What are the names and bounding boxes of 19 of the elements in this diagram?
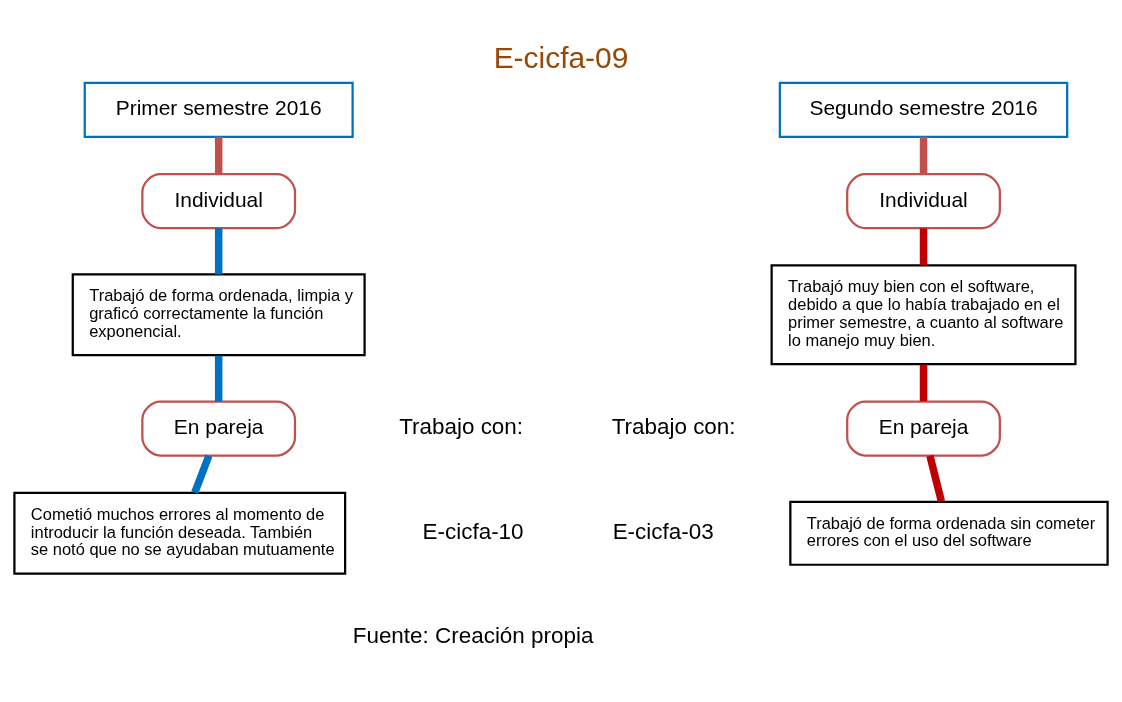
node-box: Primer semestre 2016 [83, 81, 354, 138]
node-box: Trabajó muy bien con el software, debido a que lo había trabajado en el primer semestre, a cuanto al software lo manejo muy bien. [770, 263, 1077, 365]
connector [926, 454, 945, 502]
node-box: Trabajó de forma ordenada, limpia y graficó correctamente la función exponencial. [71, 272, 366, 356]
node-box: En pareja [141, 400, 297, 457]
label: E-cicfa-03 [612, 518, 714, 544]
label: Trabajo con: [399, 413, 524, 439]
connector [191, 453, 213, 494]
connector [214, 227, 223, 274]
label: E-cicfa-10 [422, 518, 524, 544]
node-box: Segundo semestre 2016 [778, 81, 1069, 138]
node-box: Individual [846, 172, 1001, 229]
diagram-title: E-cicfa-09 [493, 40, 629, 74]
node-box: Cometió muchos errores al momento de introducir la función deseada. También se notó que no se ayudaban mutuamente [13, 491, 347, 575]
node-box: Individual [141, 172, 297, 229]
caption: Fuente: Creación propia [352, 622, 594, 648]
node-box: En pareja [846, 400, 1001, 457]
label: Trabajo con: [611, 413, 736, 439]
node-box: Trabajó de forma ordenada sin cometer errores con el uso del software [789, 500, 1109, 566]
